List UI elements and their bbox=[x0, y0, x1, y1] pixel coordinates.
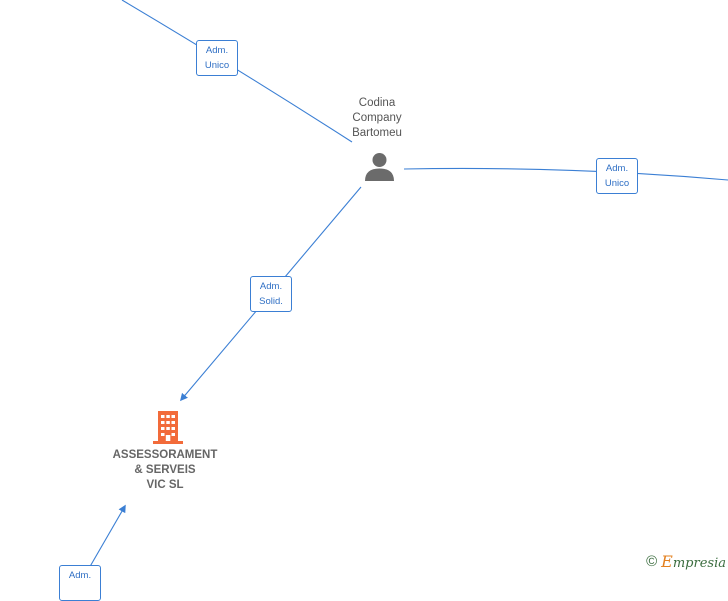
edge-label-line2: Solid. bbox=[259, 296, 283, 307]
person-name-line: Company bbox=[352, 112, 402, 124]
person-name-line: Bartomeu bbox=[352, 127, 402, 139]
person-icon[interactable] bbox=[364, 151, 395, 182]
company-name-line: VIC SL bbox=[146, 479, 184, 491]
edge-label-line2: Unico bbox=[204, 60, 230, 71]
brand-logo: Empresia bbox=[661, 552, 726, 571]
edge-label-line1: Adm. bbox=[205, 45, 229, 56]
edge-label-line1: Adm. bbox=[605, 163, 629, 174]
empresia-watermark: © Empresia bbox=[646, 552, 726, 571]
company-name-line: & SERVEIS bbox=[134, 464, 196, 476]
person-name: Codina Company Bartomeu bbox=[337, 96, 417, 141]
copyright-symbol: © bbox=[646, 553, 658, 570]
edge-label-line2: Unico bbox=[604, 178, 630, 189]
brand-initial: E bbox=[661, 552, 673, 571]
edge-bottom-left bbox=[87, 504, 126, 571]
company-name-line: ASSESSORAMENT bbox=[112, 449, 218, 461]
edge-label-bottom-left[interactable]: Adm. bbox=[59, 565, 101, 601]
edge-label-right[interactable]: Adm. Unico bbox=[596, 158, 638, 194]
edge-label-to-company[interactable]: Adm. Solid. bbox=[250, 276, 292, 312]
edge-top-left bbox=[121, 0, 353, 143]
edge-label-line1: Adm. bbox=[68, 570, 92, 581]
edge-label-line1: Adm. bbox=[259, 281, 283, 292]
person-name-line: Codina bbox=[358, 97, 396, 109]
company-name[interactable]: ASSESSORAMENT & SERVEIS VIC SL bbox=[100, 448, 230, 493]
edge-label-top-left[interactable]: Adm. Unico bbox=[196, 40, 238, 76]
edge-right bbox=[403, 167, 728, 181]
brand-rest: mpresia bbox=[672, 556, 726, 571]
building-icon[interactable] bbox=[152, 410, 184, 444]
